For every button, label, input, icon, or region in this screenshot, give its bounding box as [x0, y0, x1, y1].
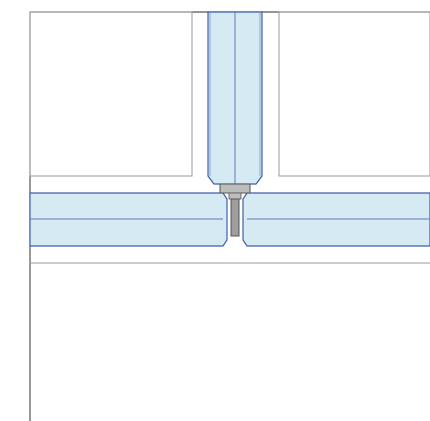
vertical-glass-fin [207, 11, 263, 185]
joint-cap-plate [219, 183, 251, 194]
upper-right-cell [278, 11, 430, 177]
joint-stem [228, 192, 242, 200]
horizontal-glass-beam [29, 192, 430, 247]
upper-left-cell [29, 11, 193, 177]
joint-connector [219, 183, 251, 237]
joint-bolt [230, 198, 240, 237]
